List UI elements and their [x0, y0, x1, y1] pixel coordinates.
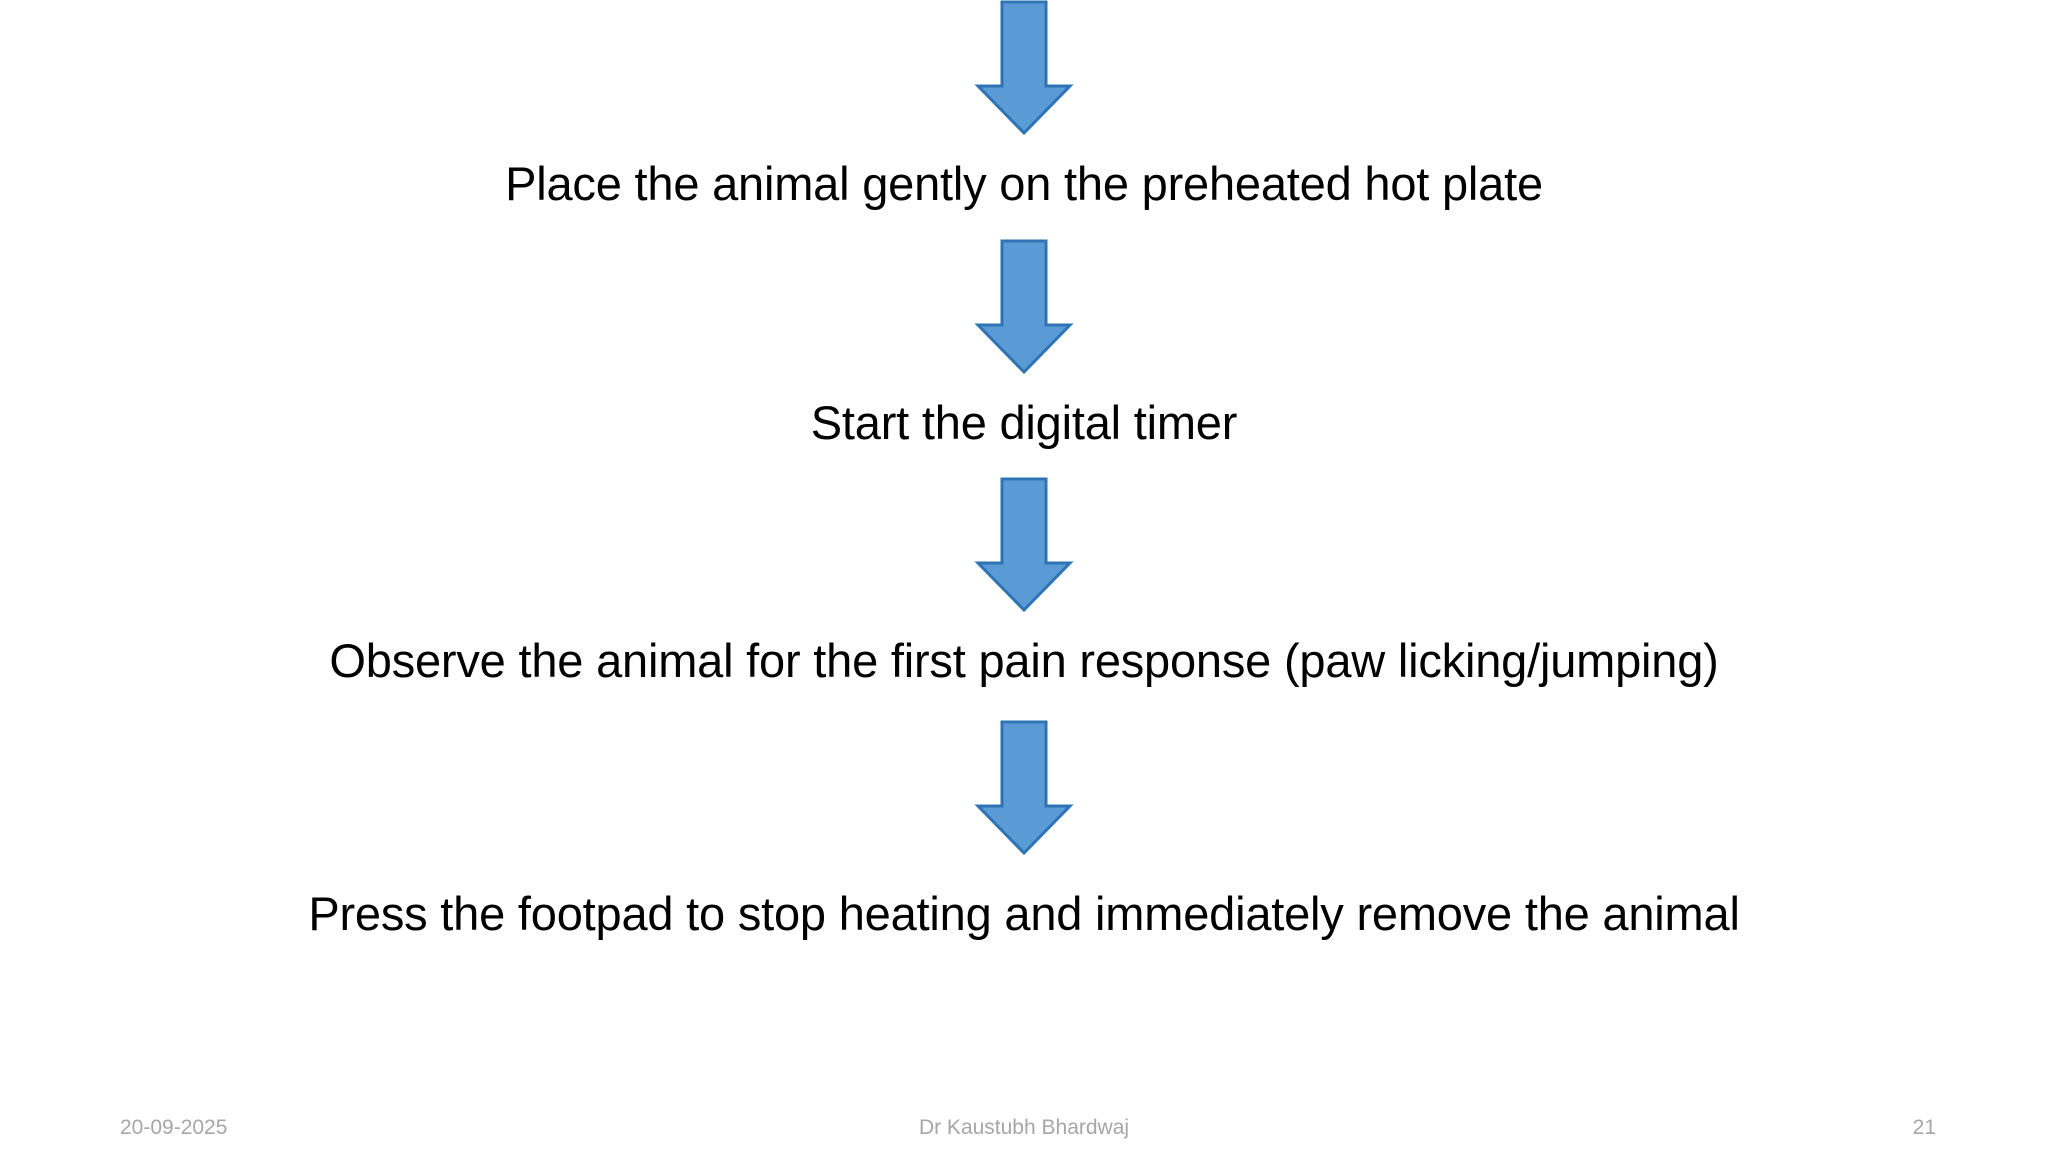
flow-step-4: Press the footpad to stop heating and im…: [308, 886, 1740, 940]
footer-author: Dr Kaustubh Bhardwaj: [918, 1116, 1130, 1139]
flow-step-1: Place the animal gently on the preheated…: [505, 157, 1543, 210]
flow-step-2: Start the digital timer: [810, 395, 1238, 449]
down-arrow-icon: [974, 720, 1074, 856]
down-arrow-icon: [974, 0, 1074, 136]
down-arrow-icon: [974, 239, 1074, 375]
flow-step-3: Observe the animal for the first pain re…: [329, 634, 1719, 688]
down-arrow-icon: [974, 477, 1074, 613]
slide-footer: 20-09-2025 Dr Kaustubh Bhardwaj 21: [0, 1080, 2048, 1152]
process-flow-diagram: Place the animal gently on the preheated…: [308, 0, 1740, 940]
footer-date: 20-09-2025: [120, 1116, 228, 1139]
slide-number: 21: [1912, 1116, 1936, 1139]
